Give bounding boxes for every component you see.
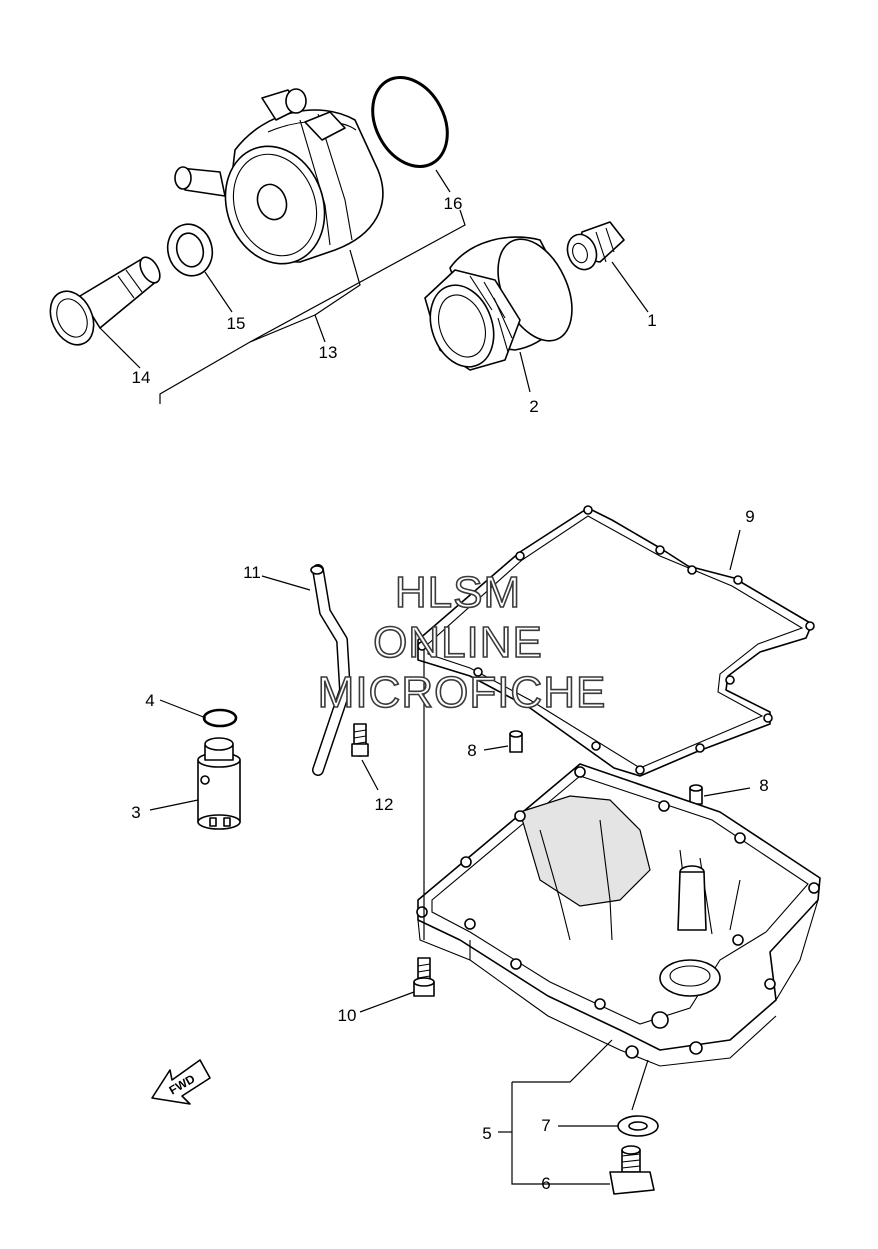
- part-13-oil-cooler[interactable]: [174, 88, 384, 278]
- part-6-drain-bolt[interactable]: [609, 1145, 655, 1195]
- forward-direction-arrow-icon: FWD: [151, 1059, 211, 1105]
- part-7-gasket[interactable]: [617, 1115, 659, 1137]
- leader-lines: [99, 169, 751, 1185]
- part-16-o-ring[interactable]: [358, 65, 462, 180]
- watermark-line-1: HLSM: [395, 568, 521, 617]
- part-2-oil-filter[interactable]: [419, 228, 586, 376]
- callout-14[interactable]: 14: [132, 368, 151, 387]
- callout-numbers: 1 2 3 4 5 6 7 8 8 9 10 11 12 13 14 15 16: [131, 194, 768, 1193]
- part-8-dowel-pin-a[interactable]: [509, 730, 523, 753]
- callout-4[interactable]: 4: [145, 691, 154, 710]
- watermark-line-3: MICROFICHE: [318, 668, 607, 717]
- callout-2[interactable]: 2: [529, 397, 538, 416]
- callout-13[interactable]: 13: [319, 343, 338, 362]
- part-1-fitting[interactable]: [563, 221, 625, 274]
- part-9-gasket[interactable]: [417, 505, 815, 777]
- part-8-dowel-pin-b[interactable]: [689, 784, 703, 805]
- callout-6[interactable]: 6: [541, 1174, 550, 1193]
- part-14-union-bolt[interactable]: [42, 254, 164, 352]
- part-3-strainer[interactable]: [197, 737, 241, 830]
- callout-7[interactable]: 7: [541, 1116, 550, 1135]
- watermark: HLSM ONLINE MICROFICHE: [317, 567, 607, 718]
- callout-3[interactable]: 3: [131, 803, 140, 822]
- callout-16[interactable]: 16: [444, 194, 463, 213]
- callout-1[interactable]: 1: [647, 311, 656, 330]
- callout-10[interactable]: 10: [338, 1006, 357, 1025]
- part-11-oil-pipe[interactable]: [310, 564, 351, 776]
- oil-pan[interactable]: [416, 763, 821, 1067]
- callout-8-b[interactable]: 8: [759, 776, 768, 795]
- part-10-bolt[interactable]: [413, 957, 435, 997]
- callout-8-a[interactable]: 8: [467, 741, 476, 760]
- callout-5[interactable]: 5: [482, 1124, 491, 1143]
- callout-9[interactable]: 9: [745, 507, 754, 526]
- callout-12[interactable]: 12: [375, 795, 394, 814]
- callout-11[interactable]: 11: [243, 563, 261, 582]
- part-15-washer[interactable]: [162, 219, 218, 281]
- callout-15[interactable]: 15: [227, 314, 246, 333]
- part-12-bolt[interactable]: [351, 723, 369, 757]
- watermark-line-2: ONLINE: [373, 618, 543, 667]
- part-4-o-ring[interactable]: [202, 708, 238, 728]
